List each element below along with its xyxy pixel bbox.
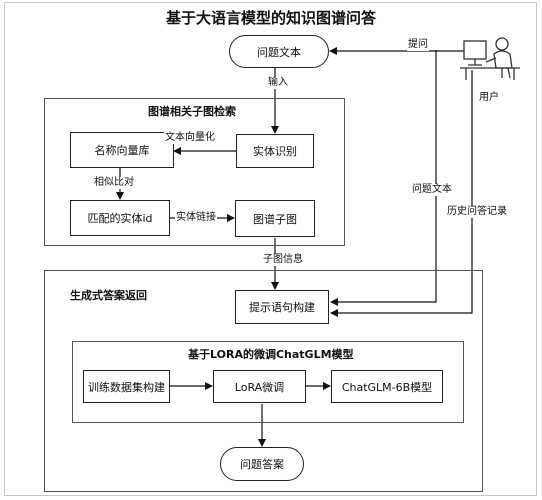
- node-question-text: 问题文本: [229, 35, 329, 68]
- node-answer: 问题答案: [220, 447, 304, 481]
- node-name-vector-db: 名称向量库: [70, 132, 174, 168]
- user-icon: [460, 37, 520, 80]
- node-chatglm-model: ChatGLM-6B模型: [331, 370, 443, 403]
- edge-label-similarity: 相似比对: [93, 177, 135, 189]
- edge-label-subgraph-info: 子图信息: [262, 254, 304, 266]
- edge-label-user: 用户: [478, 92, 500, 104]
- diagram-frame: [4, 2, 537, 496]
- group-answer-generation: [44, 270, 483, 492]
- edge-label-ask: 提问: [407, 39, 429, 51]
- group-lora-chatglm: [72, 341, 464, 423]
- edge-label-entity-link: 实体链接: [175, 212, 217, 224]
- node-graph-subgraph: 图谱子图: [235, 200, 315, 237]
- node-lora-finetune: LoRA微调: [213, 370, 306, 403]
- diagram-title: 基于大语言模型的知识图谱问答: [165, 9, 376, 27]
- node-entity-recognition: 实体识别: [236, 134, 314, 168]
- group-subgraph-retrieval-title: 图谱相关子图检索: [148, 105, 236, 118]
- edge-label-history: 历史问答记录: [446, 206, 508, 218]
- node-dataset-building: 训练数据集构建: [83, 370, 170, 403]
- group-subgraph-retrieval: [44, 98, 345, 246]
- node-prompt-building: 提示语句构建: [235, 290, 329, 324]
- edge-label-question-text: 问题文本: [411, 184, 453, 196]
- edge-label-text-vectorize: 文本向量化: [164, 132, 216, 144]
- edge-label-input: 输入: [267, 77, 289, 89]
- node-matched-entity-id: 匹配的实体id: [70, 200, 170, 236]
- group-lora-chatglm-title: 基于LORA的微调ChatGLM模型: [188, 348, 354, 361]
- group-answer-generation-title: 生成式答案返回: [70, 289, 147, 302]
